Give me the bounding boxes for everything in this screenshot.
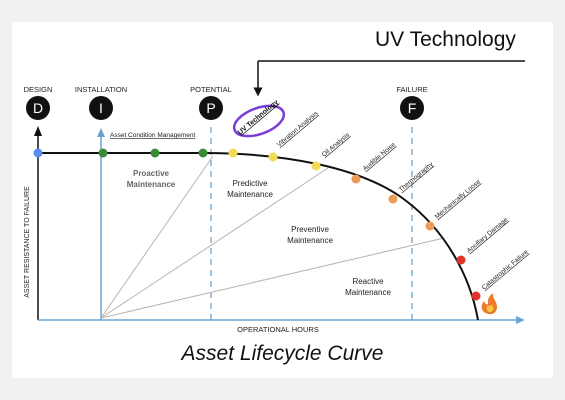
point-uv	[228, 148, 238, 158]
diagram-card	[12, 22, 553, 378]
zone-reactive-line1: Reactive	[352, 277, 384, 286]
point-design	[33, 148, 43, 158]
curve-label-catastrophic: Catastrophic Failure	[481, 249, 530, 292]
stage-letter-p: P	[206, 100, 215, 116]
stage-label-failure: FAILURE	[396, 85, 427, 94]
curve-label-thermography: Thermography	[398, 161, 435, 194]
fan-line-2	[100, 167, 329, 319]
point-oil	[311, 161, 321, 171]
lifecycle-curve	[38, 152, 479, 321]
point-vibration	[268, 152, 278, 162]
y-axis-label: ASSET RESISTANCE TO FAILURE	[24, 186, 31, 298]
fan-line-3	[100, 237, 445, 319]
y-axis-arrowhead	[34, 126, 42, 136]
stage-letter-d: D	[33, 100, 43, 116]
stage-badge-design: D	[26, 96, 50, 120]
zone-preventive-line2: Maintenance	[287, 236, 333, 245]
point-installation	[98, 148, 108, 158]
curve-label-oil: Oil Analysis	[321, 131, 352, 158]
fan-line-1	[100, 155, 214, 319]
stage-label-design: DESIGN	[24, 85, 53, 94]
stage-badge-installation: I	[89, 96, 113, 120]
stage-letter-i: I	[99, 100, 103, 116]
point-green-2	[150, 148, 160, 158]
point-audible	[351, 174, 361, 184]
uv-highlight-ellipse	[232, 104, 286, 138]
flame-icon	[481, 293, 497, 315]
stage-badge-failure: F	[400, 96, 424, 120]
uv-technology-title: UV Technology	[375, 28, 516, 51]
diagram-caption: Asset Lifecycle Curve	[181, 342, 384, 365]
zone-reactive-line2: Maintenance	[345, 288, 391, 297]
stage-label-potential: POTENTIAL	[190, 85, 232, 94]
curve-label-ancillary: Ancillary Damage	[466, 216, 510, 254]
zone-predictive-line2: Maintenance	[227, 190, 273, 199]
installation-arrowhead	[97, 128, 105, 137]
zone-preventive-line1: Preventive	[291, 225, 329, 234]
stage-badge-potential: P	[199, 96, 223, 120]
zone-proactive-line1: Proactive	[133, 169, 170, 178]
point-green-3	[198, 148, 208, 158]
point-ancillary	[456, 255, 466, 265]
curve-label-uv: UV Technology	[237, 99, 280, 137]
zone-predictive-line1: Predictive	[232, 179, 268, 188]
asset-condition-label: Asset Condition Management	[110, 132, 195, 139]
point-catastrophic	[471, 291, 481, 301]
curve-label-mechanical: Mechanically Loose	[434, 178, 483, 220]
stage-label-installation: INSTALLATION	[75, 85, 127, 94]
curve-label-audible: Audible Noise	[362, 141, 398, 172]
point-mechanical	[425, 221, 435, 231]
stage-letter-f: F	[408, 100, 417, 116]
curve-label-vibration: Vibration Analysis	[276, 110, 320, 149]
zone-proactive-line2: Maintenance	[127, 180, 176, 189]
point-thermography	[388, 194, 398, 204]
x-axis-arrowhead	[516, 316, 525, 324]
x-axis-label: OPERATIONAL HOURS	[237, 325, 319, 334]
